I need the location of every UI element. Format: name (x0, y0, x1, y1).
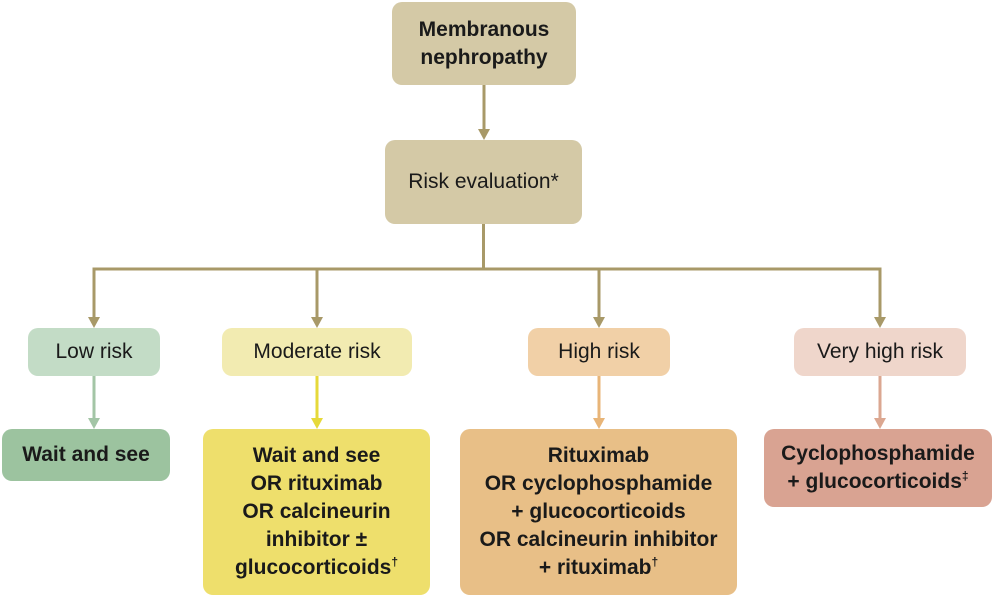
treatment-line: glucocorticoids† (235, 554, 398, 582)
treatment-line: inhibitor ± (265, 528, 368, 551)
risk-level-moderate-label: Moderate risk (253, 340, 381, 363)
treatment-line: Cyclophosphamide (781, 442, 975, 465)
risk-level-high-label: High risk (558, 340, 640, 363)
root-node-membranous-nephropathy: Membranous nephropathy (392, 2, 576, 85)
treatment-line-text: glucocorticoids (234, 556, 392, 579)
treatment-line: OR rituximab (250, 472, 383, 495)
level-to-treatment-arrow-3-head (874, 418, 886, 429)
treatment-very-high-risk: Cyclophosphamide + glucocorticoids‡ (764, 429, 992, 507)
treatment-line: + rituximab† (539, 554, 658, 582)
treatment-low-risk: Wait and see (2, 429, 170, 481)
dagger-footnote-mark: † (391, 555, 399, 569)
risk-level-low: Low risk (28, 328, 160, 376)
treatment-line: + glucocorticoids‡ (787, 468, 968, 496)
level-to-treatment-arrow-2-head (593, 418, 605, 429)
branch-arrow-0-head (88, 317, 100, 328)
branch-arrow-1-head (311, 317, 323, 328)
risk-level-very-high-label: Very high risk (816, 340, 944, 363)
risk-level-high: High risk (528, 328, 670, 376)
treatment-line: OR calcineurin inhibitor (479, 528, 718, 551)
root-label-line-1: Membranous (418, 17, 550, 41)
level-to-treatment-arrow-0-head (88, 418, 100, 429)
level-to-treatment-arrow-1-head (311, 418, 323, 429)
risk-level-low-label: Low risk (55, 340, 133, 363)
treatment-line: Wait and see (252, 444, 381, 467)
treatment-line-text: + rituximab (538, 556, 652, 579)
treatment-line: OR calcineurin (242, 500, 391, 523)
treatment-high-risk: Rituximab OR cyclophosphamide + glucocor… (460, 429, 737, 595)
treatment-line-text: + glucocorticoids (787, 470, 962, 493)
root-label-line-2: nephropathy (420, 45, 548, 69)
branch-arrow-2-head (593, 317, 605, 328)
risk-level-very-high: Very high risk (794, 328, 966, 376)
risk-level-moderate: Moderate risk (222, 328, 412, 376)
branch-arrow-3-head (874, 317, 886, 328)
treatment-line: + glucocorticoids (511, 500, 686, 523)
risk-evaluation-label: Risk evaluation* (408, 170, 559, 193)
treatment-line: Wait and see (22, 443, 150, 466)
treatment-line: Rituximab (547, 444, 650, 467)
dagger-footnote-mark: † (651, 555, 659, 569)
treatment-line: OR cyclophosphamide (484, 472, 713, 495)
treatment-moderate-risk: Wait and see OR rituximab OR calcineurin… (203, 429, 430, 595)
risk-evaluation-node: Risk evaluation* (385, 140, 582, 224)
root-to-evaluation-arrow-head (478, 129, 490, 140)
double-dagger-footnote-mark: ‡ (961, 469, 969, 483)
